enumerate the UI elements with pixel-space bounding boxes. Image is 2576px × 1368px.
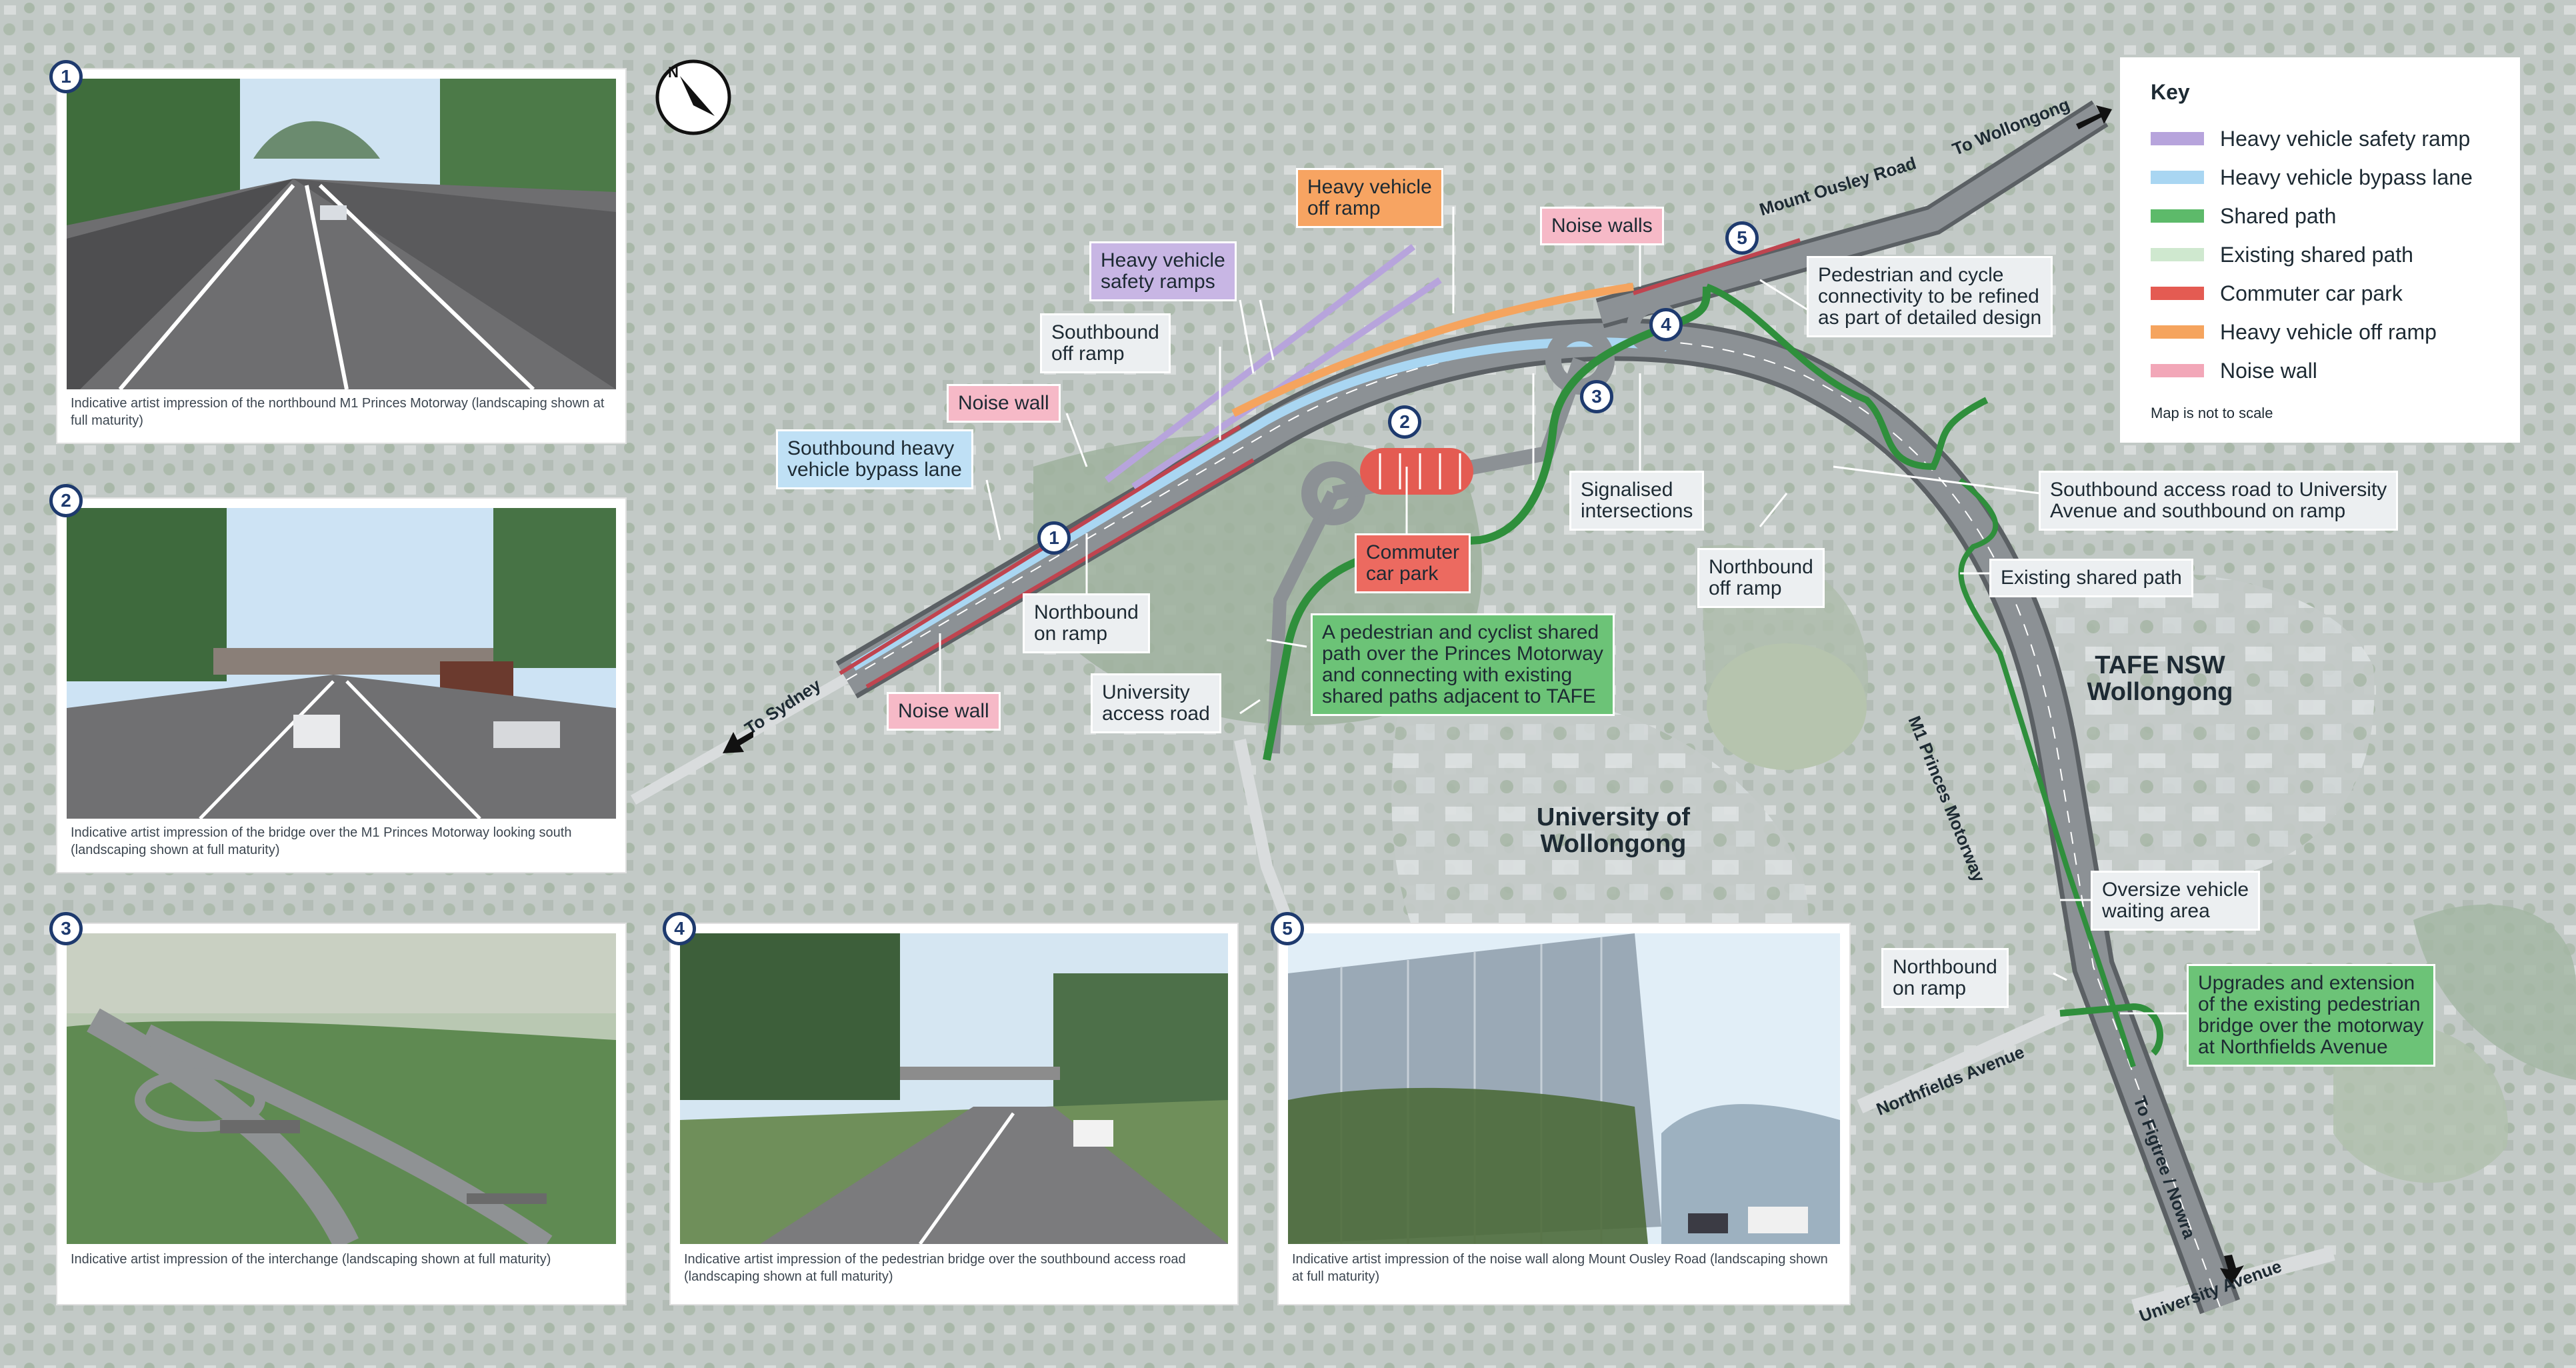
callout-noise-walls: Noise walls [1540, 207, 1664, 245]
photo-caption-4: Indicative artist impression of the pede… [684, 1252, 1186, 1284]
callout-pedestrian-bridge-upgrade: Upgrades and extension of the existing p… [2187, 964, 2435, 1067]
callout-southbound-off-ramp: Southbound off ramp [1040, 313, 1171, 373]
arrow-to-figtree-icon [2220, 1255, 2244, 1287]
callout-shared-path: A pedestrian and cyclist shared path ove… [1311, 613, 1615, 716]
key-item: Heavy vehicle safety ramp [2151, 119, 2489, 158]
photo-card-5: Indicative artist impression of the nois… [1279, 924, 1849, 1304]
photo-card-1: Indicative artist impression of the nort… [57, 69, 625, 443]
photo-card-3: Indicative artist impression of the inte… [57, 924, 625, 1304]
callout-noise-wall-1: Noise wall [947, 384, 1061, 423]
map-marker-3: 3 [1580, 380, 1613, 413]
callout-heavy-vehicle-off-ramp: Heavy vehicle off ramp [1296, 168, 1443, 228]
key-item: Heavy vehicle off ramp [2151, 313, 2489, 351]
photo-bridge-over-motorway [67, 508, 616, 819]
callout-commuter-car-park: Commuter car park [1355, 533, 1471, 593]
north-arrow-icon: N [655, 59, 731, 135]
photo-noise-wall [1288, 933, 1840, 1244]
place-university: University of Wollongong [1536, 803, 1691, 858]
photo-interchange [67, 933, 616, 1244]
callout-noise-wall-2: Noise wall [887, 692, 1001, 731]
key-item: Commuter car park [2151, 274, 2489, 313]
key-label: Heavy vehicle bypass lane [2220, 165, 2473, 189]
photo-number-3: 3 [49, 912, 83, 945]
key-title: Key [2151, 80, 2190, 104]
key-item: Existing shared path [2151, 235, 2489, 274]
map-marker-4: 4 [1649, 308, 1683, 341]
photo-caption-5: Indicative artist impression of the nois… [1292, 1252, 1828, 1284]
callout-northbound-off-ramp: Northbound off ramp [1697, 548, 1825, 608]
map-marker-1: 1 [1037, 521, 1071, 555]
callout-oversize-vehicle-area: Oversize vehicle waiting area [2091, 871, 2261, 931]
photo-caption-1: Indicative artist impression of the nort… [71, 396, 605, 428]
photo-northbound-motorway [67, 79, 616, 389]
map-marker-5: 5 [1725, 221, 1759, 255]
key-swatch-safety-ramp [2151, 132, 2204, 145]
photo-number-2: 2 [49, 484, 83, 517]
key-label: Heavy vehicle off ramp [2220, 319, 2437, 344]
key-swatch-car-park [2151, 287, 2204, 300]
callout-pedestrian-cycle-connectivity: Pedestrian and cycle connectivity to be … [1807, 256, 2053, 337]
place-tafe: TAFE NSW Wollongong [2087, 651, 2233, 706]
key-label: Heavy vehicle safety ramp [2220, 126, 2471, 151]
photo-number-5: 5 [1271, 912, 1304, 945]
photo-pedestrian-bridge [680, 933, 1228, 1244]
key-label: Shared path [2220, 203, 2337, 228]
key-label: Noise wall [2220, 358, 2317, 383]
key-item: Heavy vehicle bypass lane [2151, 158, 2489, 197]
key-swatch-bypass-lane [2151, 171, 2204, 184]
callout-heavy-vehicle-safety-ramps: Heavy vehicle safety ramps [1089, 241, 1237, 301]
key-swatch-existing-shared-path [2151, 248, 2204, 261]
key-item: Shared path [2151, 197, 2489, 235]
key-label: Existing shared path [2220, 242, 2413, 267]
callout-signalised-intersections: Signalised intersections [1569, 471, 1705, 531]
photo-card-2: Indicative artist impression of the brid… [57, 499, 625, 872]
north-letter: N [668, 64, 679, 81]
map-marker-2: 2 [1388, 405, 1421, 439]
photo-number-4: 4 [663, 912, 696, 945]
key-note: Map is not to scale [2151, 405, 2273, 421]
arrow-to-wollongong-icon [2076, 105, 2112, 129]
key-swatch-noise-wall [2151, 364, 2204, 377]
map-key: Key Heavy vehicle safety ramp Heavy vehi… [2120, 57, 2520, 443]
photo-card-4: Indicative artist impression of the pede… [671, 924, 1237, 1304]
callout-southbound-access-road: Southbound access road to University Ave… [2039, 471, 2399, 531]
photo-caption-3: Indicative artist impression of the inte… [71, 1252, 551, 1267]
photo-caption-2: Indicative artist impression of the brid… [71, 825, 572, 857]
key-swatch-shared-path [2151, 209, 2204, 223]
callout-university-access-road: University access road [1091, 673, 1221, 733]
key-item: Noise wall [2151, 351, 2489, 390]
callout-existing-shared-path: Existing shared path [1989, 559, 2193, 597]
photo-number-1: 1 [49, 60, 83, 93]
callout-southbound-bypass-lane: Southbound heavy vehicle bypass lane [776, 429, 973, 489]
key-swatch-off-ramp [2151, 325, 2204, 339]
key-label: Commuter car park [2220, 281, 2403, 305]
arrow-to-sydney-icon [723, 731, 753, 753]
callout-northbound-on-ramp-2: Northbound on ramp [1881, 948, 2009, 1008]
callout-northbound-on-ramp-1: Northbound on ramp [1023, 593, 1150, 653]
